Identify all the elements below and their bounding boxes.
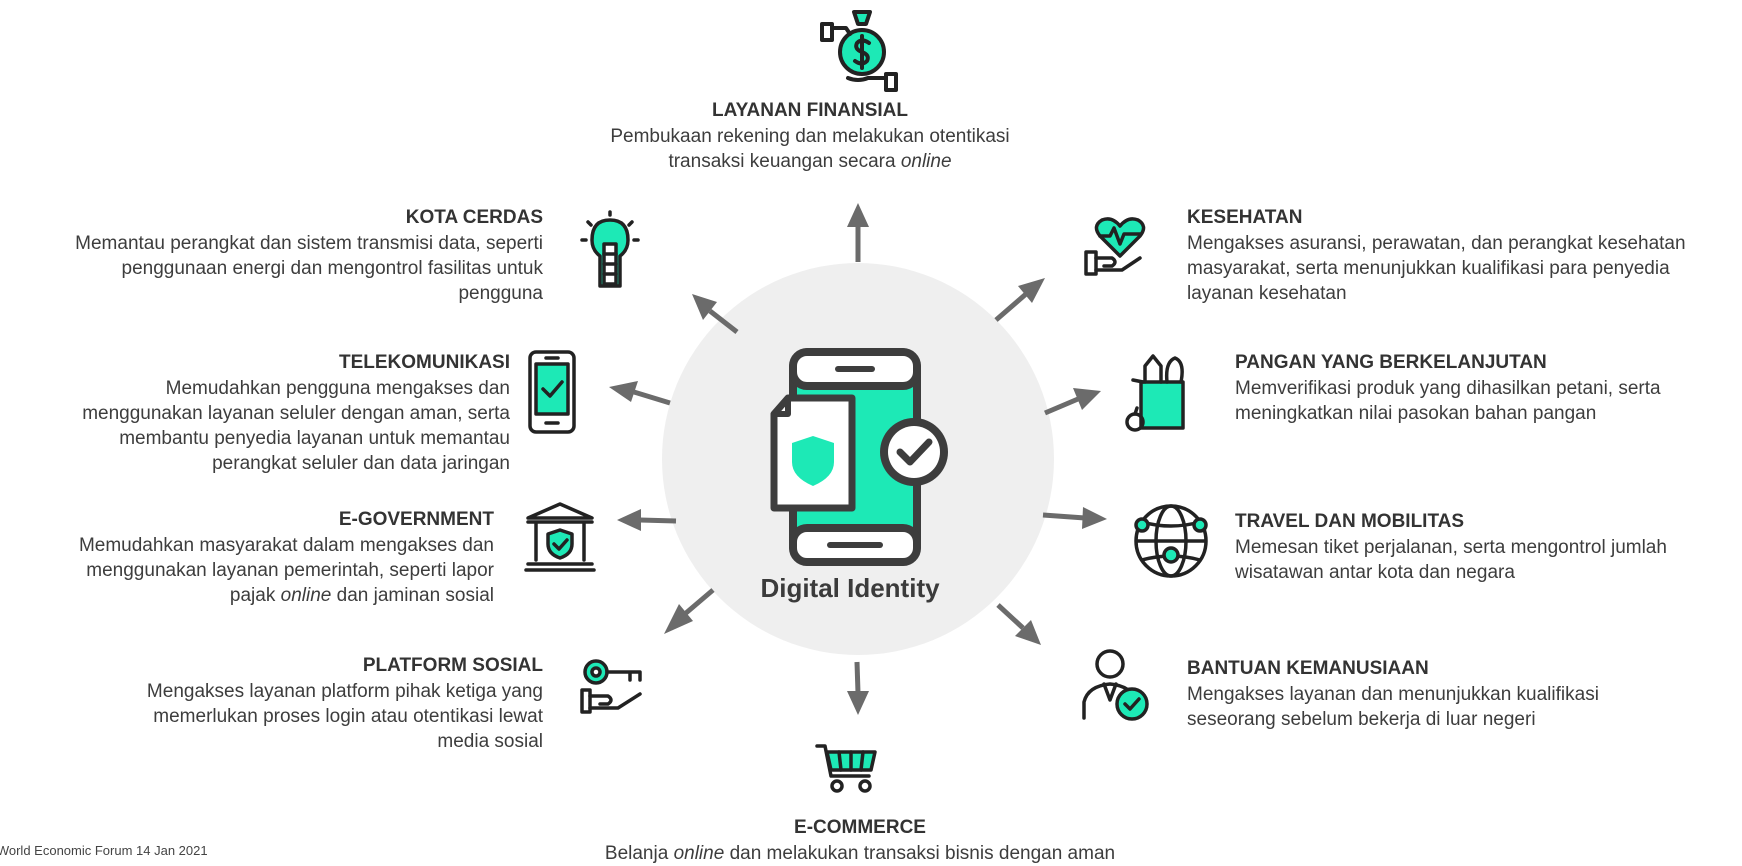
desc-kota-2: penggunaan energi dan mengontrol fasilit… [121, 258, 543, 279]
desc-egov-3: pajak online dan jaminan sosial [229, 585, 494, 606]
title-telko: TELEKOMUNIKASI [339, 352, 510, 373]
desc-egov-1: Memudahkan masyarakat dalam mengakses da… [78, 535, 494, 556]
arrow-platform [664, 588, 715, 634]
digital-identity-icon [770, 348, 948, 566]
person-check-icon [1082, 649, 1149, 721]
arrow-egov [617, 509, 677, 531]
desc-travel-1: Memesan tiket perjalanan, serta mengontr… [1235, 537, 1667, 558]
block-travel: TRAVEL DAN MOBILITAS Memesan tiket perja… [1235, 509, 1740, 585]
government-building-icon [524, 502, 596, 572]
desc-kesehatan-3: layanan kesehatan [1187, 283, 1347, 304]
desc-finansial-2: transaksi keuangan secara online [668, 151, 952, 172]
title-kota: KOTA CERDAS [405, 207, 543, 228]
desc-travel-2: wisatawan antar kota dan negara [1235, 562, 1515, 583]
arrow-kota [692, 294, 739, 334]
money-bag-hand-icon [820, 10, 898, 92]
arrow-telko [609, 381, 671, 406]
arrow-bantuan [996, 603, 1041, 645]
block-pangan: PANGAN YANG BERKELANJUTAN Memverifikasi … [1235, 350, 1735, 426]
key-hand-icon [580, 659, 642, 714]
desc-platform-2: memerlukan proses login atau otentikasi … [153, 706, 543, 727]
desc-pangan-1: Memverifikasi produk yang dihasilkan pet… [1235, 378, 1661, 399]
desc-kesehatan-2: masyarakat, serta menunjukkan kualifikas… [1187, 258, 1670, 279]
desc-platform-3: media sosial [437, 731, 543, 752]
desc-ecommerce-1: Belanja online dan melakukan transaksi b… [604, 843, 1116, 864]
block-egov: E-GOVERNMENT Memudahkan masyarakat dalam… [4, 507, 494, 608]
desc-kota-3: pengguna [458, 283, 543, 304]
heart-hand-icon [1084, 217, 1146, 276]
title-finansial: LAYANAN FINANSIAL [711, 100, 908, 121]
desc-kesehatan-1: Mengakses asuransi, perawatan, dan peran… [1187, 233, 1686, 254]
block-kesehatan: KESEHATAN Mengakses asuransi, perawatan,… [1187, 205, 1739, 306]
desc-pangan-2: meningkatkan nilai pasokan bahan pangan [1235, 403, 1597, 424]
arrow-kesehatan [994, 278, 1045, 322]
desc-kota-1: Memantau perangkat dan sistem transmisi … [75, 233, 543, 254]
block-telko: TELEKOMUNIKASI Memudahkan pengguna menga… [4, 350, 510, 476]
shopping-cart-icon [815, 744, 877, 793]
desc-bantuan-2: seseorang sebelum bekerja di luar negeri [1187, 709, 1536, 730]
arrow-travel [1042, 507, 1107, 529]
title-pangan: PANGAN YANG BERKELANJUTAN [1235, 352, 1547, 373]
desc-bantuan-1: Mengakses layanan dan menunjukkan kualif… [1187, 684, 1599, 705]
desc-finansial-1: Pembukaan rekening dan melakukan otentik… [610, 126, 1010, 147]
title-ecommerce: E-COMMERCE [794, 817, 926, 838]
desc-egov-2: menggunakan layanan pemerintah, seperti … [86, 560, 494, 581]
desc-telko-1: Memudahkan pengguna mengakses dan [165, 378, 510, 399]
grocery-bag-icon [1125, 354, 1185, 432]
smart-bulb-icon [580, 210, 640, 288]
arrow-ecommerce [847, 661, 869, 715]
block-platform: PLATFORM SOSIAL Mengakses layanan platfo… [40, 653, 543, 754]
desc-platform-1: Mengakses layanan platform pihak ketiga … [146, 681, 543, 702]
center-label: Digital Identity [760, 573, 940, 603]
block-finansial: LAYANAN FINANSIAL Pembukaan rekening dan… [560, 98, 1060, 174]
arrows [609, 203, 1107, 715]
globe-network-icon [1134, 504, 1208, 578]
title-egov: E-GOVERNMENT [338, 509, 494, 530]
block-kota: KOTA CERDAS Memantau perangkat dan siste… [4, 205, 543, 306]
title-platform: PLATFORM SOSIAL [362, 655, 543, 676]
desc-telko-4: perangkat seluler dan data jaringan [212, 453, 510, 474]
title-bantuan: BANTUAN KEMANUSIAAN [1187, 658, 1429, 679]
block-bantuan: BANTUAN KEMANUSIAAN Mengakses layanan da… [1187, 656, 1687, 732]
source-note: e World Economic Forum 14 Jan 2021 [0, 843, 208, 858]
title-travel: TRAVEL DAN MOBILITAS [1235, 511, 1465, 532]
title-kesehatan: KESEHATAN [1187, 207, 1303, 228]
phone-check-icon [528, 350, 576, 434]
arrow-pangan [1044, 388, 1101, 416]
desc-telko-3: membantu penyedia layanan untuk memantau [119, 428, 510, 449]
arrow-finansial [847, 203, 869, 262]
block-ecommerce: E-COMMERCE Belanja online dan melakukan … [570, 815, 1150, 866]
desc-telko-2: menggunakan layanan seluler dengan aman,… [82, 403, 510, 424]
